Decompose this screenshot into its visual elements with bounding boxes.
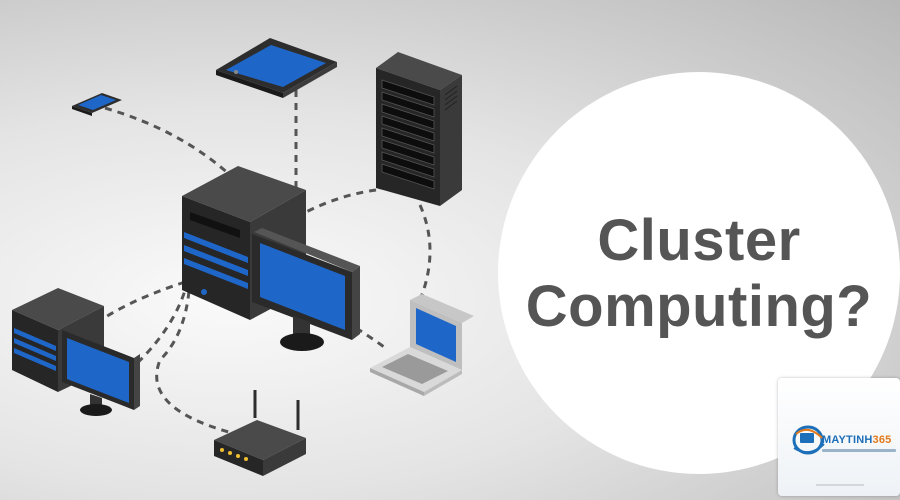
- left-monitor-icon: [62, 330, 140, 416]
- router-icon: [214, 390, 306, 476]
- laptop-icon: [370, 294, 474, 396]
- logo-card: MAYTINH365: [778, 378, 900, 496]
- logo-tagline: [822, 449, 896, 452]
- logo-footer-line: [816, 484, 864, 486]
- server-rack-icon: [376, 52, 462, 206]
- line-monitor-laptop: [355, 326, 389, 352]
- line-rack-laptop: [418, 204, 432, 301]
- page-title: Cluster Computing?: [498, 208, 900, 340]
- line-desktop-left: [97, 280, 186, 324]
- line-left-router: [117, 269, 241, 437]
- title-line-2: Computing?: [525, 274, 873, 339]
- line-rack-desktop: [305, 188, 377, 214]
- tablet-icon: [216, 38, 337, 98]
- line-phone-desktop: [104, 106, 232, 177]
- title-line-1: Cluster: [597, 208, 801, 273]
- monitor-icon: [252, 228, 360, 351]
- logo-brand: MAYTINH365: [822, 434, 892, 446]
- smartphone-icon: [72, 93, 122, 116]
- logo-globe-icon: [792, 425, 825, 455]
